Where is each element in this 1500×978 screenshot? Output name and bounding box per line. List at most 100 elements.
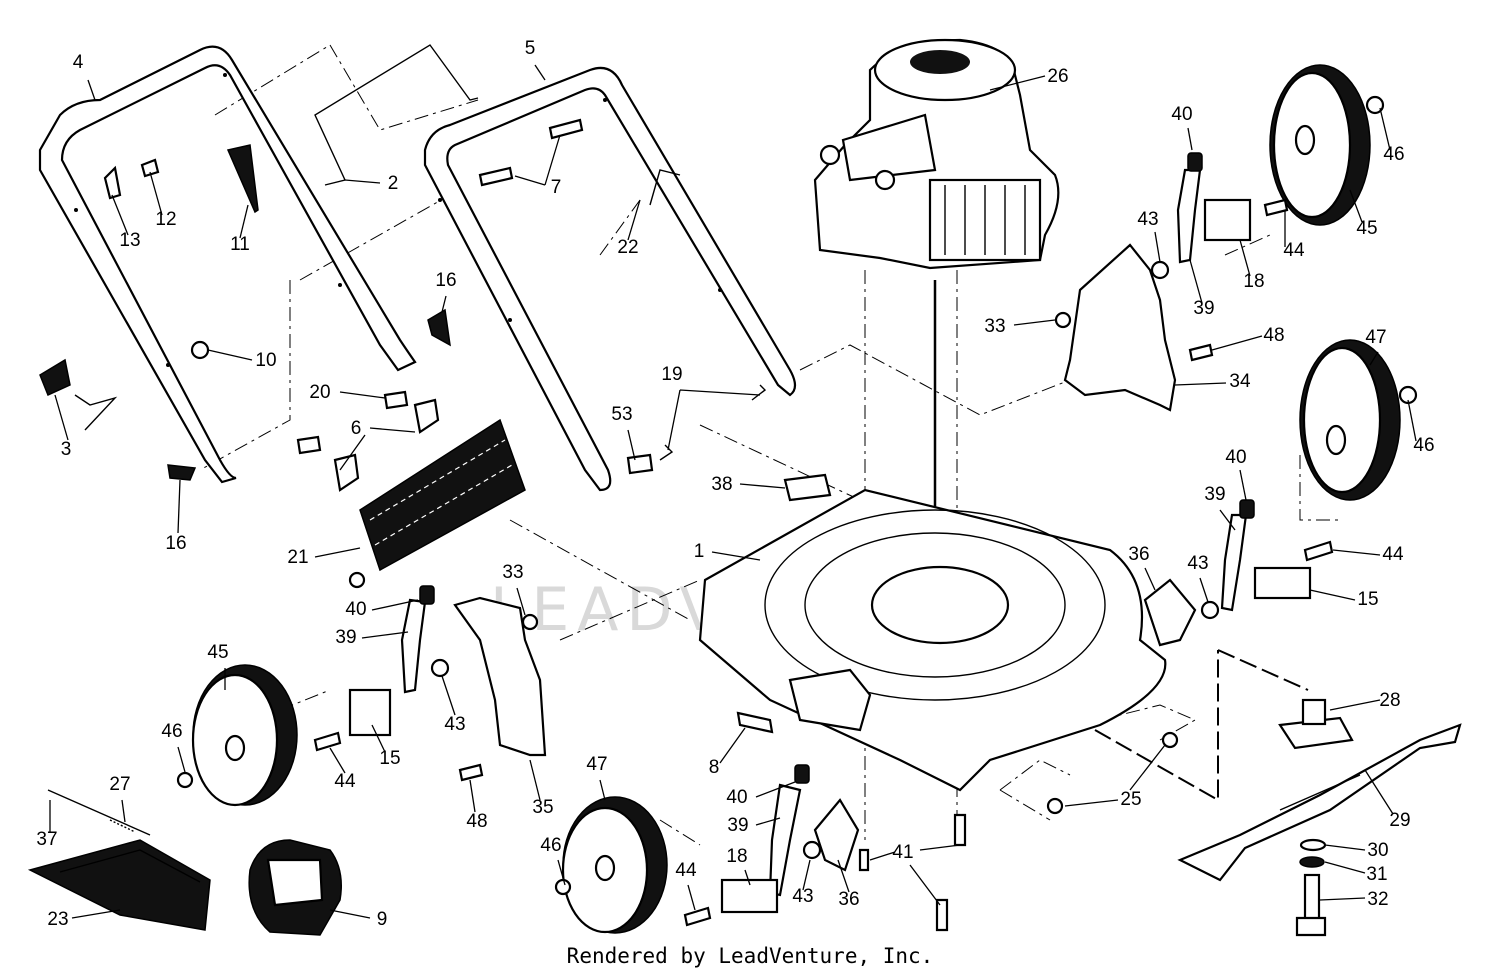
- part-callout-c44c: 44: [334, 771, 356, 792]
- part-callout-c4: 4: [73, 52, 84, 73]
- part-callout-c48a: 48: [1263, 325, 1284, 346]
- part-callout-c33a: 33: [984, 316, 1005, 337]
- part-callout-c36b: 36: [838, 889, 859, 910]
- part-callout-c6: 6: [351, 418, 362, 439]
- rendered-by-footer: Rendered by LeadVenture, Inc.: [566, 944, 934, 968]
- part-callout-c3: 3: [61, 439, 72, 460]
- axle-plate: [1203, 198, 1252, 242]
- part-callout-c48b: 48: [466, 811, 487, 832]
- part-callout-c43c: 43: [444, 714, 465, 735]
- part-callout-c21: 21: [287, 547, 308, 568]
- height-selector-plate: [813, 798, 860, 872]
- leader-lines: [49, 64, 1417, 919]
- blade-adapter: [1278, 698, 1354, 750]
- mower-blade: [1177, 723, 1462, 882]
- blade-washer: [1299, 838, 1327, 852]
- part-callout-c43d: 43: [792, 886, 813, 907]
- rear-grass-deflector: [348, 418, 526, 589]
- part-callout-c45a: 45: [1356, 218, 1377, 239]
- part-callout-c26: 26: [1047, 66, 1068, 87]
- part-callout-c29: 29: [1389, 810, 1410, 831]
- part-callout-c16a: 16: [435, 270, 456, 291]
- part-callout-c36a: 36: [1128, 544, 1149, 565]
- part-callout-c44d: 44: [675, 860, 697, 881]
- part-callout-c46a: 46: [1383, 144, 1404, 165]
- part-callout-c15b: 15: [379, 748, 400, 769]
- part-callout-c31: 31: [1366, 864, 1387, 885]
- axle-plate: [1253, 566, 1312, 600]
- lever-knob: [1239, 499, 1255, 519]
- part-callout-c53: 53: [611, 404, 632, 425]
- height-selector-plate: [1143, 578, 1197, 647]
- part-callout-c32: 32: [1367, 889, 1388, 910]
- part-callout-c13: 13: [119, 230, 140, 251]
- upper-handle-left: [38, 45, 417, 484]
- handle-knob: [427, 308, 451, 347]
- part-callout-c23: 23: [47, 909, 68, 930]
- part-callout-c40c: 40: [345, 599, 366, 620]
- engine: [813, 38, 1060, 270]
- discharge-chute: [27, 839, 211, 931]
- part-callout-c47b: 47: [586, 754, 607, 775]
- part-callout-c33b: 33: [502, 562, 523, 583]
- control-bail: [314, 44, 479, 186]
- part-callout-c40d: 40: [726, 787, 747, 808]
- part-callout-c39c: 39: [335, 627, 356, 648]
- handle-knob: [39, 358, 71, 397]
- part-callout-c9: 9: [377, 909, 388, 930]
- axle-plate: [348, 688, 392, 737]
- part-callout-c46d: 46: [540, 835, 561, 856]
- height-lever-arm: [400, 598, 427, 694]
- part-callout-c37: 37: [36, 829, 57, 850]
- part-callout-c11: 11: [230, 234, 250, 255]
- part-callout-c43b: 43: [1187, 553, 1208, 574]
- hardware: [74, 95, 1418, 932]
- height-adjuster-bracket-left: [453, 596, 547, 757]
- part-callout-c25: 25: [1120, 789, 1141, 810]
- upper-handle-right: [423, 66, 797, 492]
- part-callout-c35: 35: [532, 797, 553, 818]
- part-callout-c47a: 47: [1365, 327, 1386, 348]
- part-callout-c10: 10: [255, 350, 276, 371]
- part-callout-c43a: 43: [1137, 209, 1158, 230]
- part-callout-c5: 5: [525, 38, 536, 59]
- torsion-spring: [109, 819, 136, 833]
- wheel-front-right: [1299, 339, 1401, 501]
- part-callout-c39a: 39: [1193, 298, 1214, 319]
- part-callout-c8: 8: [709, 757, 720, 778]
- part-callout-c28: 28: [1379, 690, 1400, 711]
- part-callout-c12: 12: [155, 209, 176, 230]
- part-callout-c38: 38: [711, 474, 732, 495]
- lever-knob: [794, 764, 810, 784]
- mower-deck: [698, 488, 1167, 792]
- part-callout-c30: 30: [1367, 840, 1388, 861]
- handle-knob: [167, 464, 197, 481]
- axle-plate: [720, 878, 779, 914]
- part-callout-c40b: 40: [1225, 447, 1246, 468]
- lever-knob: [419, 585, 435, 605]
- part-callout-c39b: 39: [1204, 484, 1225, 505]
- lever-knob: [1187, 152, 1203, 172]
- hinge-clip: [333, 453, 360, 492]
- height-lever-arm: [768, 783, 802, 897]
- part-callout-c2: 2: [388, 173, 399, 194]
- part-callout-c7: 7: [551, 177, 562, 198]
- wheel-rear-right: [1269, 64, 1371, 226]
- part-callout-c41: 41: [892, 842, 913, 863]
- chute-rod: [47, 789, 151, 836]
- part-callout-c20: 20: [309, 382, 330, 403]
- part-callout-c44b: 44: [1382, 544, 1404, 565]
- part-callout-c1: 1: [694, 541, 705, 562]
- part-callout-c19: 19: [661, 364, 682, 385]
- part-callout-c46b: 46: [1413, 435, 1434, 456]
- part-callout-c18b: 18: [726, 846, 747, 867]
- hinge-clip: [413, 398, 440, 434]
- height-adjuster-bracket-right: [1063, 243, 1177, 412]
- part-callout-c27: 27: [109, 774, 130, 795]
- height-lever-arm: [1176, 168, 1202, 264]
- part-callout-c46c: 46: [161, 721, 182, 742]
- part-callout-c15a: 15: [1357, 589, 1378, 610]
- wheel-left-rear: [191, 664, 298, 807]
